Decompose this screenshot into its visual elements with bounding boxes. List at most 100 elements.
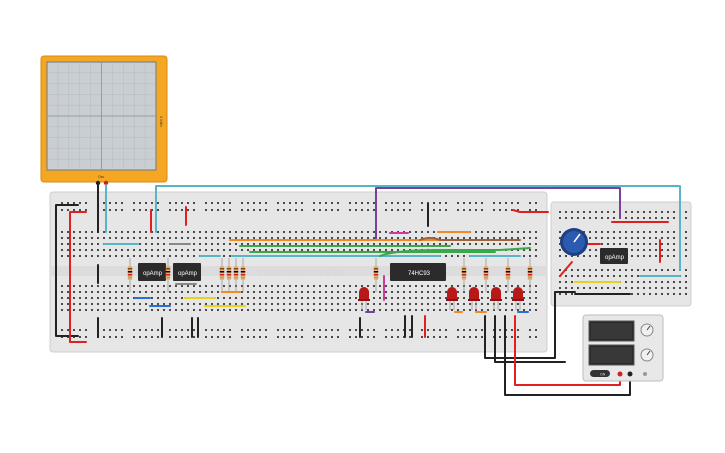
- hole[interactable]: [229, 249, 231, 251]
- hole[interactable]: [307, 249, 309, 251]
- hole[interactable]: [373, 309, 375, 311]
- hole[interactable]: [313, 202, 315, 204]
- hole[interactable]: [655, 269, 657, 271]
- hole[interactable]: [283, 237, 285, 239]
- hole[interactable]: [409, 303, 411, 305]
- hole[interactable]: [433, 309, 435, 311]
- hole[interactable]: [433, 303, 435, 305]
- hole[interactable]: [283, 243, 285, 245]
- counter-chip-74hc93[interactable]: 74HC93: [390, 263, 446, 281]
- scope-probe-negative[interactable]: [95, 180, 101, 186]
- hole[interactable]: [181, 297, 183, 299]
- hole[interactable]: [391, 209, 393, 211]
- hole[interactable]: [331, 202, 333, 204]
- hole[interactable]: [661, 217, 663, 219]
- hole[interactable]: [613, 217, 615, 219]
- hole[interactable]: [661, 231, 663, 233]
- hole[interactable]: [379, 231, 381, 233]
- hole[interactable]: [313, 336, 315, 338]
- hole[interactable]: [67, 309, 69, 311]
- hole[interactable]: [349, 243, 351, 245]
- hole[interactable]: [127, 249, 129, 251]
- hole[interactable]: [559, 231, 561, 233]
- hole[interactable]: [307, 285, 309, 287]
- hole[interactable]: [457, 329, 459, 331]
- hole[interactable]: [385, 237, 387, 239]
- hole[interactable]: [139, 231, 141, 233]
- hole[interactable]: [211, 209, 213, 211]
- hole[interactable]: [613, 237, 615, 239]
- hole[interactable]: [241, 336, 243, 338]
- hole[interactable]: [205, 303, 207, 305]
- hole[interactable]: [325, 231, 327, 233]
- hole[interactable]: [289, 297, 291, 299]
- hole[interactable]: [157, 285, 159, 287]
- hole[interactable]: [313, 297, 315, 299]
- hole[interactable]: [637, 293, 639, 295]
- hole[interactable]: [511, 336, 513, 338]
- hole[interactable]: [415, 303, 417, 305]
- hole[interactable]: [235, 231, 237, 233]
- hole[interactable]: [241, 297, 243, 299]
- hole[interactable]: [169, 255, 171, 257]
- hole[interactable]: [109, 297, 111, 299]
- hole[interactable]: [367, 231, 369, 233]
- hole[interactable]: [175, 231, 177, 233]
- hole[interactable]: [289, 336, 291, 338]
- hole[interactable]: [349, 202, 351, 204]
- hole[interactable]: [193, 291, 195, 293]
- hole[interactable]: [139, 329, 141, 331]
- hole[interactable]: [655, 287, 657, 289]
- hole[interactable]: [463, 209, 465, 211]
- hole[interactable]: [325, 303, 327, 305]
- hole[interactable]: [589, 217, 591, 219]
- hole[interactable]: [613, 231, 615, 233]
- hole[interactable]: [259, 249, 261, 251]
- hole[interactable]: [73, 243, 75, 245]
- hole[interactable]: [613, 211, 615, 213]
- hole[interactable]: [631, 243, 633, 245]
- hole[interactable]: [685, 281, 687, 283]
- hole[interactable]: [283, 209, 285, 211]
- hole[interactable]: [349, 285, 351, 287]
- hole[interactable]: [529, 336, 531, 338]
- hole[interactable]: [229, 285, 231, 287]
- hole[interactable]: [181, 291, 183, 293]
- hole[interactable]: [649, 237, 651, 239]
- hole[interactable]: [433, 209, 435, 211]
- hole[interactable]: [367, 329, 369, 331]
- hole[interactable]: [355, 243, 357, 245]
- hole[interactable]: [175, 255, 177, 257]
- hole[interactable]: [391, 297, 393, 299]
- hole[interactable]: [241, 209, 243, 211]
- hole[interactable]: [619, 287, 621, 289]
- led[interactable]: [512, 287, 524, 310]
- hole[interactable]: [499, 202, 501, 204]
- hole[interactable]: [163, 285, 165, 287]
- hole[interactable]: [637, 211, 639, 213]
- hole[interactable]: [355, 237, 357, 239]
- hole[interactable]: [229, 329, 231, 331]
- hole[interactable]: [595, 237, 597, 239]
- hole[interactable]: [607, 269, 609, 271]
- hole[interactable]: [121, 249, 123, 251]
- hole[interactable]: [181, 202, 183, 204]
- hole[interactable]: [649, 281, 651, 283]
- hole[interactable]: [457, 291, 459, 293]
- hole[interactable]: [163, 243, 165, 245]
- hole[interactable]: [571, 217, 573, 219]
- hole[interactable]: [247, 329, 249, 331]
- hole[interactable]: [307, 231, 309, 233]
- hole[interactable]: [217, 303, 219, 305]
- hole[interactable]: [337, 285, 339, 287]
- main-breadboard[interactable]: 123D.CIRCUITS.IO: [49, 191, 548, 353]
- hole[interactable]: [337, 291, 339, 293]
- hole[interactable]: [649, 231, 651, 233]
- hole[interactable]: [499, 231, 501, 233]
- hole[interactable]: [247, 303, 249, 305]
- hole[interactable]: [259, 243, 261, 245]
- supply-terminal-negative[interactable]: [627, 371, 633, 377]
- hole[interactable]: [361, 336, 363, 338]
- hole[interactable]: [451, 309, 453, 311]
- hole[interactable]: [685, 243, 687, 245]
